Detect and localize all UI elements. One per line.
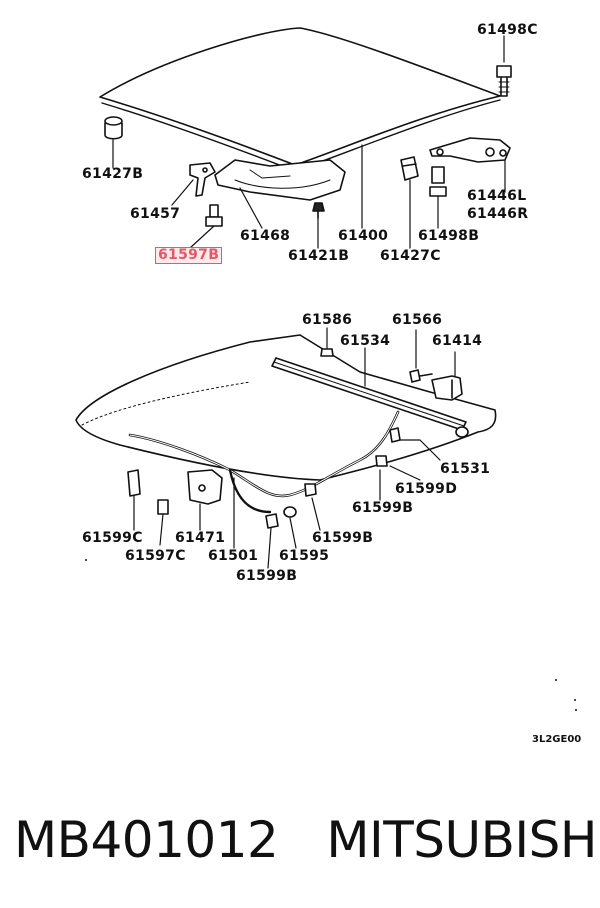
bolt-61498c [496, 65, 512, 97]
screw-61566 [409, 369, 433, 383]
label-61457[interactable]: 61457 [130, 206, 181, 222]
bolt-61597c [157, 499, 169, 515]
label-61595[interactable]: 61595 [279, 548, 330, 564]
clip-61586 [320, 348, 334, 357]
label-61599d[interactable]: 61599D [395, 481, 458, 497]
clip-61531 [455, 426, 469, 438]
leader-lines-bottom [133, 327, 456, 569]
detail-dots [85, 559, 577, 711]
bracket-61414 [431, 375, 463, 401]
bolt-61597b [205, 204, 223, 227]
latch-bracket-61457 [189, 162, 216, 197]
clip-61421b [312, 202, 325, 219]
label-61599b-middle[interactable]: 61599B [312, 530, 374, 546]
hood-hinge-61446 [429, 137, 511, 163]
label-61534[interactable]: 61534 [340, 333, 391, 349]
hood-bumper-61427c [400, 156, 419, 181]
clip-61599c [127, 469, 141, 497]
label-61446l[interactable]: 61446L [467, 188, 527, 204]
label-61498b[interactable]: 61498B [418, 228, 480, 244]
clip-61599b-group [265, 427, 401, 529]
label-61468[interactable]: 61468 [240, 228, 291, 244]
hood-inner-panel [75, 334, 497, 481]
footer: MB401012 MITSUBISHI [0, 800, 600, 880]
label-61400[interactable]: 61400 [338, 228, 389, 244]
weatherstrip-61534 [271, 357, 467, 431]
label-61501[interactable]: 61501 [208, 548, 259, 564]
label-61427b[interactable]: 61427B [82, 166, 144, 182]
label-61446r[interactable]: 61446R [467, 206, 529, 222]
release-cable-61501 [128, 410, 400, 514]
bolt-61498b [429, 166, 447, 197]
label-61597b-highlighted[interactable]: 61597B [155, 247, 223, 264]
label-61566[interactable]: 61566 [392, 312, 443, 328]
grommet-61595 [283, 506, 297, 518]
label-61599c[interactable]: 61599C [82, 530, 143, 546]
label-61414[interactable]: 61414 [432, 333, 483, 349]
part-number: MB401012 [14, 811, 279, 869]
leader-lines-top [112, 35, 506, 249]
hood-latch-61471 [187, 469, 223, 505]
label-61471[interactable]: 61471 [175, 530, 226, 546]
parts-diagram [75, 27, 577, 711]
label-61498c-top[interactable]: 61498C [477, 22, 538, 38]
diagram-code: 3L2GE00 [532, 734, 582, 745]
label-61586[interactable]: 61586 [302, 312, 353, 328]
label-61599b-bottom[interactable]: 61599B [236, 568, 298, 584]
hood-insulator [214, 159, 346, 201]
brand-name: MITSUBISHI [326, 811, 600, 869]
label-61427c[interactable]: 61427C [380, 248, 441, 264]
hood-bumper-61427b [104, 116, 123, 140]
label-61421b[interactable]: 61421B [288, 248, 350, 264]
label-61597c[interactable]: 61597C [125, 548, 186, 564]
label-61599b-right[interactable]: 61599B [352, 500, 414, 516]
label-61531[interactable]: 61531 [440, 461, 491, 477]
